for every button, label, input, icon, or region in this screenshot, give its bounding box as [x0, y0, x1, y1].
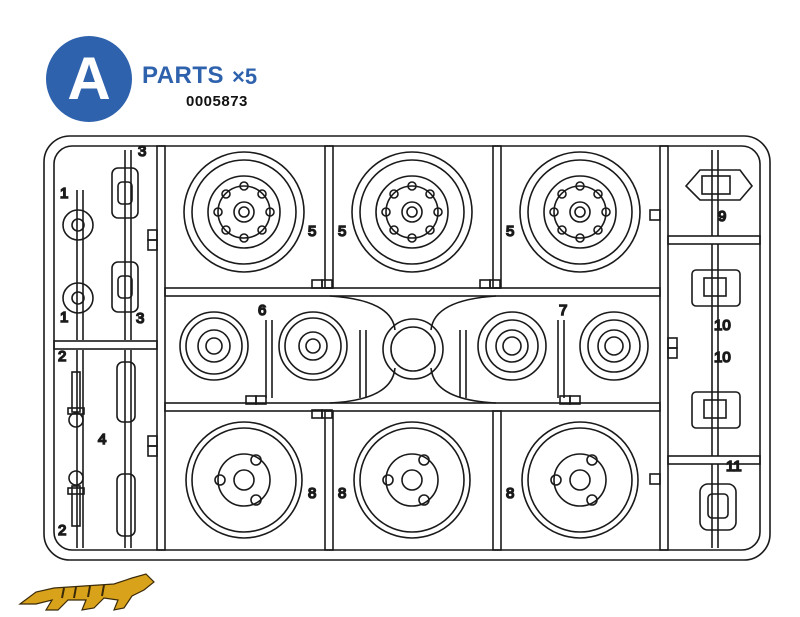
- parts-title: PARTS: [142, 62, 225, 89]
- wheel-5-c: [519, 151, 641, 273]
- label-part-9: 9: [718, 208, 726, 225]
- label-part-8-a: 8: [308, 485, 316, 502]
- parts-9-10-11: [684, 169, 754, 531]
- parts-1-3: [62, 167, 139, 314]
- wheel-5-a: [183, 151, 305, 273]
- wheel-5-b: [351, 151, 473, 273]
- label-part-3-top: 3: [138, 143, 146, 160]
- label-part-2-top: 2: [58, 348, 66, 365]
- label-part-8-b: 8: [338, 485, 346, 502]
- tiger-logo-icon: [18, 573, 155, 611]
- sheet-letter-badge: A: [46, 36, 132, 122]
- label-part-1-bottom: 1: [60, 309, 68, 326]
- label-part-1-top: 1: [60, 185, 68, 202]
- sprue-gates: [147, 209, 678, 485]
- part-8-wheels: [185, 421, 639, 539]
- sprue-outer-frame: [43, 135, 771, 561]
- label-part-6: 6: [258, 302, 266, 319]
- label-part-5-b: 5: [338, 223, 346, 240]
- label-part-7: 7: [559, 302, 567, 319]
- label-part-11: 11: [726, 458, 742, 475]
- sprue-runners: [53, 145, 761, 551]
- sheet-letter: A: [67, 45, 111, 112]
- parts-2-4: [67, 361, 136, 537]
- label-part-8-c: 8: [506, 485, 514, 502]
- label-part-5-c: 5: [506, 223, 514, 240]
- part-7-rollers: [477, 311, 649, 381]
- label-part-10-top: 10: [714, 317, 731, 334]
- label-part-10-bottom: 10: [714, 349, 731, 366]
- part-6-rollers: [179, 311, 348, 381]
- parts-quantity: ×5: [232, 64, 258, 89]
- label-part-2-bottom: 2: [58, 522, 66, 539]
- label-part-5-a: 5: [308, 223, 316, 240]
- label-part-4: 4: [98, 431, 106, 448]
- label-part-3-bottom: 3: [136, 310, 144, 327]
- part-code: 0005873: [186, 93, 248, 110]
- part-5-wheels: [183, 151, 641, 273]
